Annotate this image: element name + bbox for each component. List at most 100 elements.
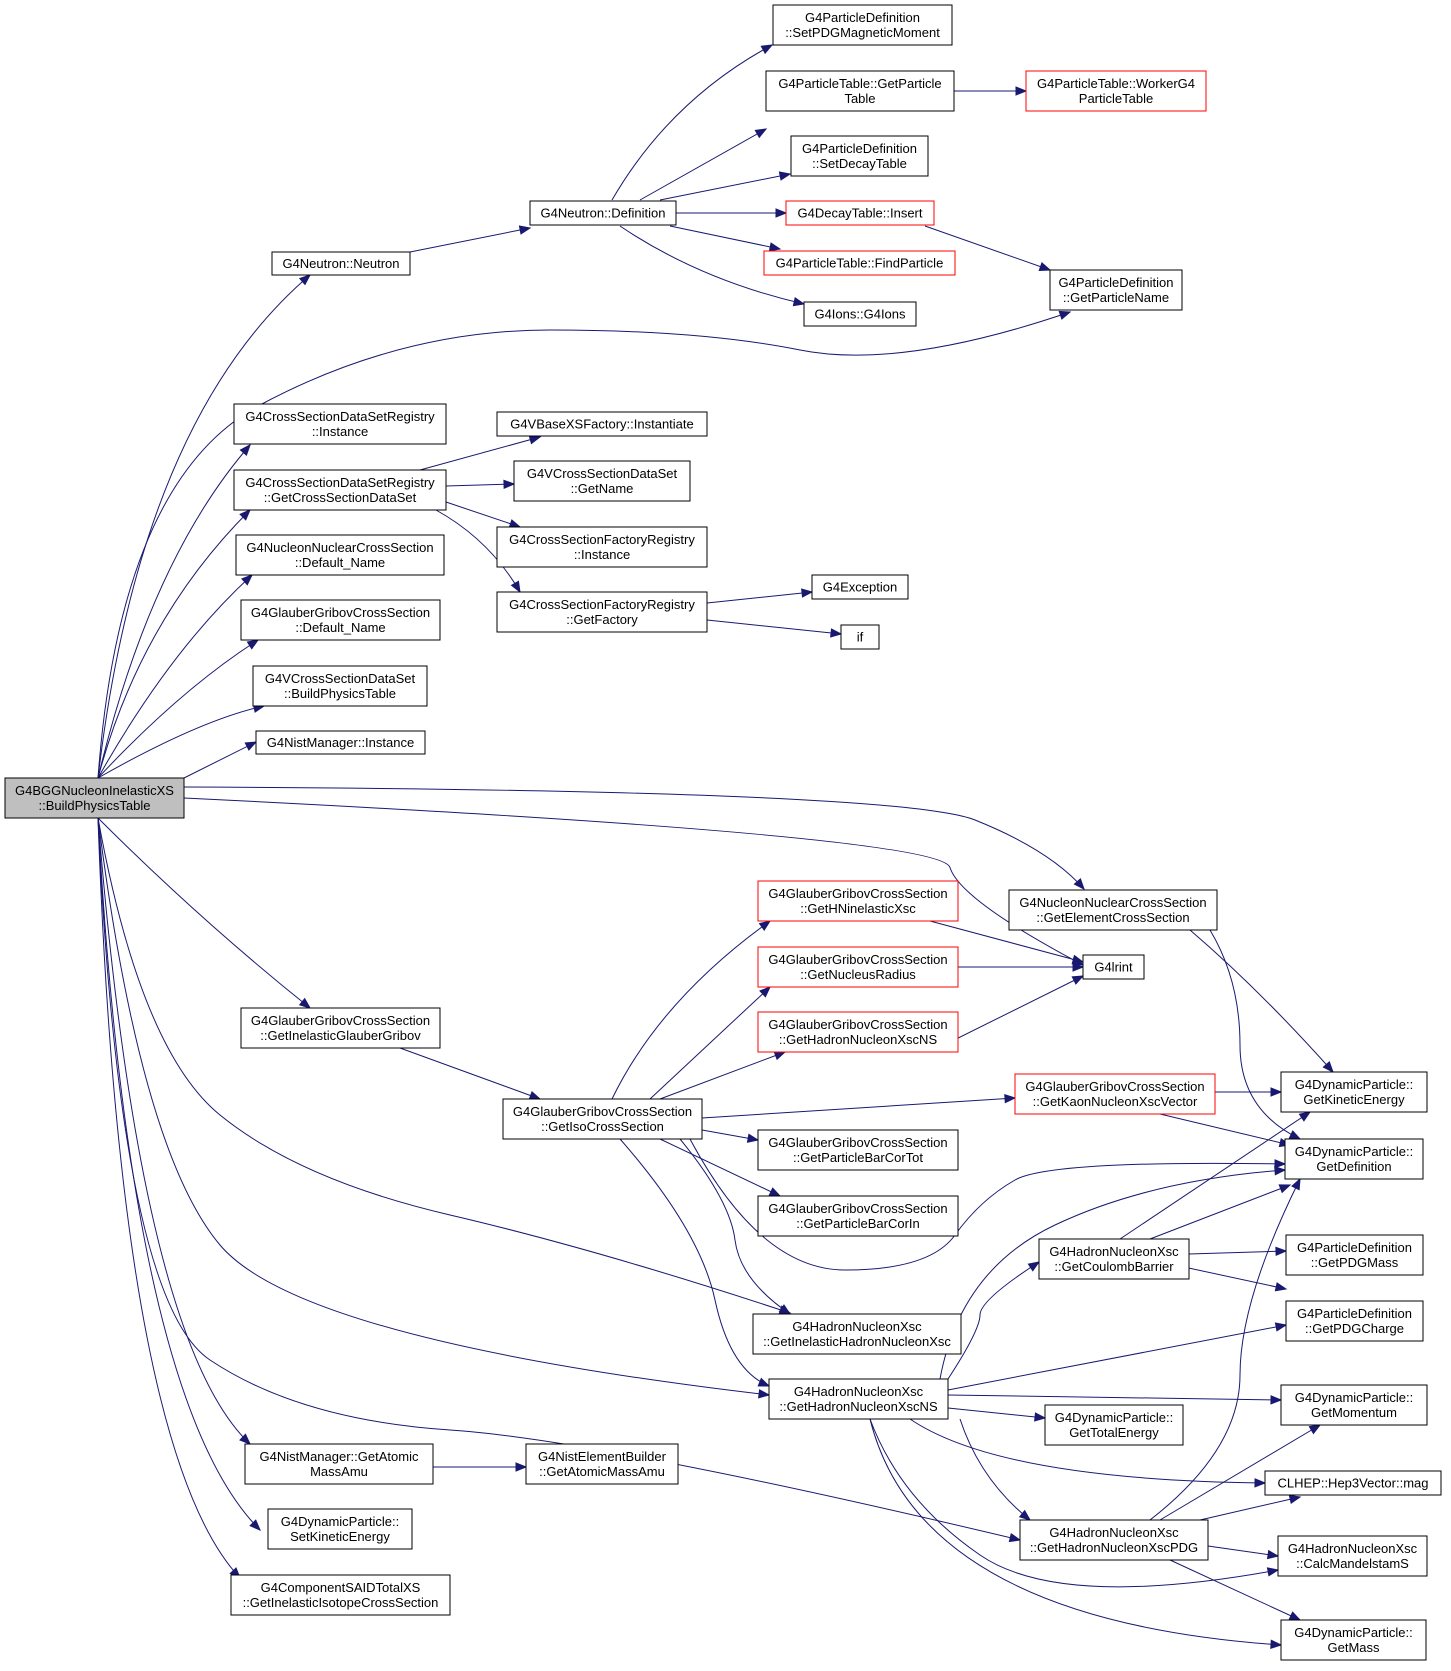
node-box [1008,889,1218,931]
node-set-pdg-mm[interactable]: G4ParticleDefinition::SetPDGMagneticMome… [772,4,953,46]
node-neb-mass[interactable]: G4NistElementBuilder::GetAtomicMassAmu [525,1443,679,1485]
node-neutron-def[interactable]: G4Neutron::Definition [529,200,677,226]
arrowhead-icon [298,274,312,286]
edge-hnx_ns-to-hep3_mag [909,1418,1267,1488]
node-gg-iso[interactable]: G4GlauberGribovCrossSection::GetIsoCross… [502,1098,703,1140]
node-box [1014,1073,1216,1115]
node-gg-barin[interactable]: G4GlauberGribovCrossSection::GetParticle… [757,1195,959,1237]
node-root[interactable]: G4BGGNucleonInelasticXS::BuildPhysicsTab… [4,777,185,819]
arrowhead-icon [773,1051,787,1061]
node-dp-te[interactable]: G4DynamicParticle::GetTotalEnergy [1044,1404,1184,1446]
node-csfr-get[interactable]: G4CrossSectionFactoryRegistry::GetFactor… [496,591,708,633]
node-set-decay[interactable]: G4ParticleDefinition::SetDecayTable [790,135,929,177]
arrowhead-icon [515,1462,528,1472]
edge-hnx_coul-to-dp_ke [1119,1111,1312,1240]
node-hnx-inel[interactable]: G4HadronNucleonXsc::GetInelasticHadronNu… [752,1313,962,1355]
node-said[interactable]: G4ComponentSAIDTotalXS::GetInelasticIsot… [230,1574,451,1616]
node-dp-def[interactable]: G4DynamicParticle::GetDefinition [1284,1138,1424,1180]
arrowhead-icon [1071,975,1085,985]
node-hnx-mand[interactable]: G4HadronNucleonXsc::CalcMandelstamS [1277,1535,1428,1577]
node-if[interactable]: if [840,624,880,650]
node-label: G4lrint [1094,960,1133,975]
arrowhead-icon [1275,1246,1288,1257]
edge-hnx_ns-to-hnx_pdg [959,1418,1032,1521]
node-ions[interactable]: G4Ions::G4Ions [803,301,917,327]
node-label: G4NistManager::Instance [267,735,414,750]
edge-root-to-dp_setke [97,817,261,1531]
node-label: Table [844,91,875,106]
node-label: G4ComponentSAIDTotalXS [261,1580,421,1595]
node-neutron-ctor[interactable]: G4Neutron::Neutron [271,251,411,276]
node-gg-bartot[interactable]: G4GlauberGribovCrossSection::GetParticle… [757,1129,959,1171]
arrowhead-icon [792,297,806,307]
node-label: G4ParticleTable::GetParticle [778,76,941,91]
arrowhead-icon [1298,1111,1312,1122]
node-dp-ke[interactable]: G4DynamicParticle::GetKineticEnergy [1280,1071,1428,1113]
node-nist-mass[interactable]: G4NistManager::GetAtomicMassAmu [244,1443,434,1485]
edge-gg_radius-to-g4lrint [958,962,1085,972]
edge-hnx_pdg-to-hep3_mag [1199,1494,1302,1521]
node-vbase-inst[interactable]: G4VBaseXSFactory::Instantiate [496,411,708,437]
arrowhead-icon [1278,1184,1292,1194]
node-find-particle[interactable]: G4ParticleTable::FindParticle [763,250,956,276]
node-pd-charge[interactable]: G4ParticleDefinition::GetPDGCharge [1285,1300,1424,1342]
node-gg-kaon[interactable]: G4GlauberGribovCrossSection::GetKaonNucl… [1014,1073,1216,1115]
node-box [1280,1071,1428,1113]
node-gg-hnns[interactable]: G4GlauberGribovCrossSection::GetHadronNu… [757,1011,959,1053]
node-box [252,665,428,707]
node-hep3-mag[interactable]: CLHEP::Hep3Vector::mag [1264,1470,1442,1496]
arrowhead-icon [758,1389,771,1399]
node-hnx-coul[interactable]: G4HadronNucleonXsc::GetCoulombBarrier [1038,1238,1190,1280]
arrowhead-icon [503,479,516,490]
node-gg-radius[interactable]: G4GlauberGribovCrossSection::GetNucleusR… [757,946,959,988]
arrowhead-icon [801,588,814,598]
node-vcs-name[interactable]: G4VCrossSectionDataSet::GetName [513,460,691,502]
node-csdr-instance[interactable]: G4CrossSectionDataSetRegistry::Instance [233,403,447,445]
node-dp-mass[interactable]: G4DynamicParticle::GetMass [1280,1619,1427,1661]
node-hnx-pdg[interactable]: G4HadronNucleonXsc::GetHadronNucleonXscP… [1019,1519,1209,1561]
edge-root-to-nncs_default [97,574,253,779]
node-label: ::Default_Name [295,620,385,635]
node-dp-mom[interactable]: G4DynamicParticle::GetMomentum [1280,1384,1428,1426]
node-box [513,460,691,502]
node-dp-setke[interactable]: G4DynamicParticle::SetKineticEnergy [267,1508,413,1550]
arrowhead-icon [757,1377,771,1387]
node-label: ::GetNucleusRadius [800,967,916,982]
edge-hnx_ns-to-pd_charge [947,1322,1288,1391]
node-get-pname[interactable]: G4ParticleDefinition::GetParticleName [1049,269,1183,311]
arrowhead-icon [1027,1261,1041,1272]
node-nist-instance[interactable]: G4NistManager::Instance [255,730,426,755]
edge-neutron_ctor-to-neutron_def [409,225,532,253]
edge-neutron_def-to-pt_get [639,128,768,201]
node-label: ::GetParticleBarCorTot [793,1150,923,1165]
arrowhead-icon [528,435,542,445]
node-decay-insert[interactable]: G4DecayTable::Insert [785,200,935,226]
node-vcs-build[interactable]: G4VCrossSectionDataSet::BuildPhysicsTabl… [252,665,428,707]
node-label: ::GetInelasticHadronNucleonXsc [763,1334,951,1349]
node-gg-inel[interactable]: G4GlauberGribovCrossSection::GetInelasti… [240,1007,441,1049]
node-pd-mass[interactable]: G4ParticleDefinition::GetPDGMass [1285,1234,1424,1276]
arrowhead-icon [239,1433,251,1445]
node-box [1038,1238,1190,1280]
node-csfr-instance[interactable]: G4CrossSectionFactoryRegistry::Instance [496,526,708,568]
arrowhead-icon [244,741,258,751]
node-label: G4GlauberGribovCrossSection [768,1017,947,1032]
node-gg-hn[interactable]: G4GlauberGribovCrossSection::GetHNinelas… [757,880,959,922]
node-ggcs-default[interactable]: G4GlauberGribovCrossSection::Default_Nam… [240,599,441,641]
node-box [1082,954,1145,980]
arrowhead-icon [778,1304,792,1315]
node-nncs-default[interactable]: G4NucleonNuclearCrossSection::Default_Na… [235,534,445,576]
edge-root-to-neutron_ctor [97,274,312,779]
node-exception[interactable]: G4Exception [811,574,909,600]
node-csdr-get[interactable]: G4CrossSectionDataSetRegistry::GetCrossS… [233,469,447,511]
node-label: ::GetCoulombBarrier [1054,1259,1174,1274]
node-box [768,1378,949,1420]
node-box [1285,1234,1424,1276]
node-nncs-elem[interactable]: G4NucleonNuclearCrossSection::GetElement… [1008,889,1218,931]
node-g4lrint[interactable]: G4lrint [1082,954,1145,980]
node-label: G4DynamicParticle:: [281,1514,399,1529]
node-label: G4DynamicParticle:: [1295,1144,1413,1159]
node-hnx-ns[interactable]: G4HadronNucleonXsc::GetHadronNucleonXscN… [768,1378,949,1420]
